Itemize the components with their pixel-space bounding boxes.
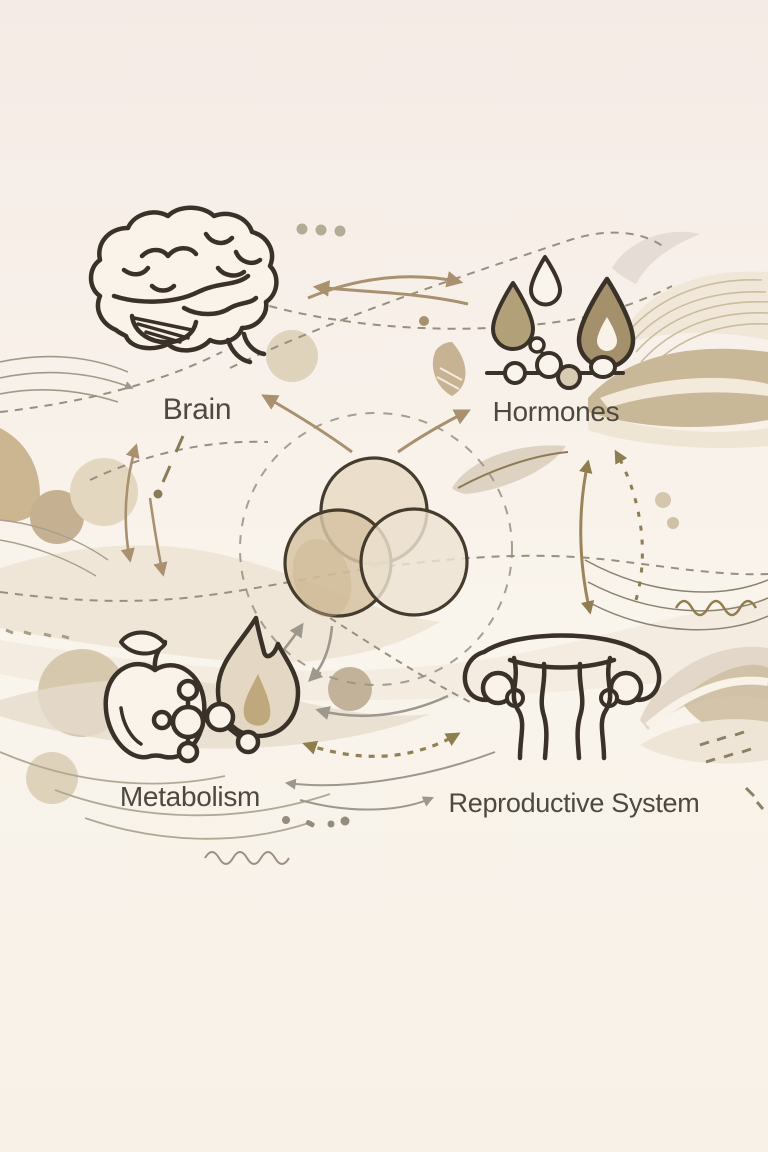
dots-trio-top xyxy=(296,223,346,237)
arrow-lower-right xyxy=(299,796,435,811)
squiggle-right xyxy=(674,599,758,617)
hormone-drops-molecule-icon xyxy=(485,255,636,390)
metabolism-label: Metabolism xyxy=(120,781,260,812)
dots-row-bottom xyxy=(282,816,350,828)
arrow-brain-metabolism-double xyxy=(120,443,140,563)
squiggle-left xyxy=(204,851,290,865)
brain-label: Brain xyxy=(163,393,232,426)
arrow-brain-to-metabolism xyxy=(148,497,168,577)
arrow-lower-left xyxy=(284,751,496,790)
arrow-metabolism-to-center xyxy=(280,622,304,653)
arrow-reproductive-to-metabolism xyxy=(315,694,449,720)
venn-orbit-dashed-circle xyxy=(239,412,513,686)
reproductive-system-label: Reproductive System xyxy=(449,788,700,818)
arrow-hormones-reproductive-double xyxy=(579,459,595,615)
uterus-icon xyxy=(462,633,662,761)
hormones-label: Hormones xyxy=(493,396,620,427)
drop-filled xyxy=(491,281,535,351)
arrow-center-to-metabolism xyxy=(307,625,334,683)
venn-three-circles-icon xyxy=(283,456,469,618)
dashed-path-dot xyxy=(419,316,429,326)
arrow-center-to-hormones xyxy=(397,409,471,454)
arrow-hormones-to-brain xyxy=(312,280,469,306)
flame-icon xyxy=(215,615,301,739)
venn-circle-right xyxy=(359,507,469,617)
brain-icon xyxy=(88,205,279,365)
molecule-icon xyxy=(151,678,261,764)
arrow-center-to-brain xyxy=(261,394,353,454)
arrow-reproductive-to-hormones-dashed xyxy=(614,449,644,601)
decorative-lines xyxy=(0,355,768,865)
drop-outline-small xyxy=(529,255,562,307)
flow-arrows xyxy=(120,271,644,811)
